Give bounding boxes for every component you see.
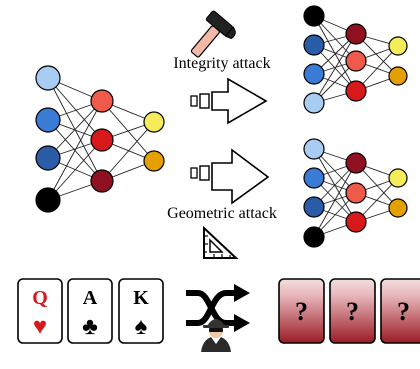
hidden-card-face — [380, 278, 420, 344]
network-node — [345, 50, 367, 72]
hidden-card-face — [329, 278, 376, 344]
card-suit: ♠ — [135, 314, 148, 340]
network-node — [35, 107, 61, 133]
network-node — [345, 211, 367, 233]
network-node — [345, 182, 367, 204]
network-node — [303, 226, 325, 248]
shuffle-icon — [186, 284, 250, 332]
network-node — [303, 5, 325, 27]
hidden-card: ? — [329, 278, 376, 344]
playing-card: A♣ — [67, 278, 113, 344]
card-rank: A — [83, 287, 98, 309]
network-node — [388, 66, 408, 86]
card-suit: ♣ — [82, 314, 98, 340]
visible-cards: Q♥A♣K♠ — [17, 278, 164, 344]
main-network — [35, 65, 165, 213]
network-node — [303, 92, 325, 114]
network-node — [90, 128, 114, 152]
network-node — [345, 152, 367, 174]
hammer-icon — [190, 10, 236, 58]
arrow-icon — [190, 148, 270, 205]
integrity-network — [303, 5, 408, 114]
playing-card: K♠ — [118, 278, 164, 344]
network-edge — [47, 100, 103, 159]
network-node — [388, 36, 408, 56]
hidden-card-mark: ? — [295, 297, 308, 326]
network-edge — [101, 121, 155, 182]
network-node — [35, 187, 61, 213]
hidden-card-mark: ? — [346, 297, 359, 326]
card-face — [67, 278, 113, 344]
network-node — [143, 150, 165, 172]
network-edge — [47, 139, 103, 201]
network-node — [388, 168, 408, 188]
hidden-card: ? — [278, 278, 325, 344]
network-node — [35, 145, 61, 171]
network-node — [90, 169, 114, 193]
network-node — [303, 34, 325, 56]
network-node — [303, 138, 325, 160]
network-node — [303, 167, 325, 189]
triangle-ruler-icon — [203, 225, 239, 259]
network-node — [35, 65, 61, 91]
network-edge — [313, 162, 357, 238]
spy-icon — [201, 319, 231, 352]
network-node — [90, 89, 114, 113]
hidden-card-mark: ? — [397, 297, 410, 326]
card-rank: Q — [32, 287, 48, 309]
card-face — [17, 278, 63, 344]
playing-card: Q♥ — [17, 278, 63, 344]
network-node — [345, 80, 367, 102]
card-rank: K — [133, 287, 149, 309]
network-edge — [47, 100, 103, 201]
hidden-card-face — [278, 278, 325, 344]
network-node — [303, 196, 325, 218]
geometric-network — [303, 138, 408, 248]
card-suit: ♥ — [33, 314, 47, 340]
integrity-attack-label: Integrity attack — [173, 55, 270, 72]
hidden-card: ? — [380, 278, 420, 344]
network-edge — [313, 33, 357, 104]
network-node — [345, 23, 367, 45]
card-face — [118, 278, 164, 344]
hidden-cards: ??? — [278, 278, 420, 344]
network-node — [303, 63, 325, 85]
network-edge — [47, 77, 103, 141]
network-node — [388, 198, 408, 218]
arrow-icon — [190, 77, 268, 125]
network-node — [143, 111, 165, 133]
geometric-attack-label: Geometric attack — [167, 205, 277, 222]
